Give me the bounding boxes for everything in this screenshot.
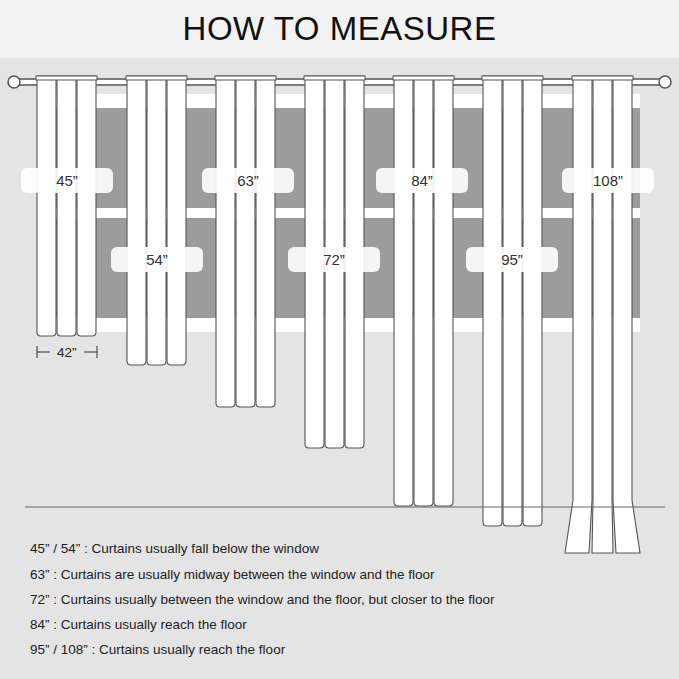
note-line: 84” : Curtains usually reach the floor xyxy=(30,617,247,632)
curtain-strip xyxy=(434,76,453,506)
curtain-strip xyxy=(236,76,255,407)
floor-line xyxy=(25,507,665,508)
curtain-panels xyxy=(36,76,640,553)
curtain-heading xyxy=(36,76,97,80)
curtain-strip xyxy=(256,76,275,407)
curtain-strip xyxy=(414,76,433,506)
curtain-strip xyxy=(167,76,186,365)
curtain-strip xyxy=(503,76,522,526)
curtain-strip xyxy=(216,76,235,407)
title: HOW TO MEASURE xyxy=(0,10,679,48)
length-label-box: 45” xyxy=(21,168,113,193)
curtain-strip xyxy=(523,76,542,526)
note-line: 45” / 54” : Curtains usually fall below … xyxy=(30,541,319,556)
curtain-strip xyxy=(613,76,640,553)
curtain-strip xyxy=(37,76,56,336)
curtain-strip xyxy=(483,76,502,526)
curtain-strip xyxy=(127,76,146,365)
curtain-strip xyxy=(565,76,592,553)
curtain-strip xyxy=(394,76,413,506)
curtain-strip xyxy=(147,76,166,365)
length-label-box: 72” xyxy=(288,247,380,272)
length-label-box: 54” xyxy=(111,247,203,272)
curtain-heading xyxy=(482,76,543,80)
length-label-box: 95” xyxy=(466,247,558,272)
length-label-box: 84” xyxy=(376,168,468,193)
curtain-heading xyxy=(572,76,633,80)
length-label-box: 108” xyxy=(562,168,654,193)
curtain-heading xyxy=(126,76,187,80)
length-label-box: 63” xyxy=(202,168,294,193)
note-line: 95” / 108” : Curtains usually reach the … xyxy=(30,642,285,657)
length-label: 95” xyxy=(501,251,523,268)
curtain-strip xyxy=(592,76,613,553)
curtain-heading xyxy=(215,76,276,80)
length-label: 63” xyxy=(237,172,259,189)
length-label: 72” xyxy=(323,251,345,268)
width-dimension: 42” xyxy=(57,345,77,360)
curtain-strip xyxy=(77,76,96,336)
length-label: 45” xyxy=(56,172,78,189)
length-label: 54” xyxy=(146,251,168,268)
length-label: 108” xyxy=(593,172,623,189)
curtain-heading xyxy=(304,76,365,80)
note-line: 72” : Curtains usually between the windo… xyxy=(30,592,495,607)
curtain-strip xyxy=(57,76,76,336)
curtain-heading xyxy=(393,76,454,80)
length-label: 84” xyxy=(411,172,433,189)
note-line: 63” : Curtains are usually midway betwee… xyxy=(30,567,434,582)
